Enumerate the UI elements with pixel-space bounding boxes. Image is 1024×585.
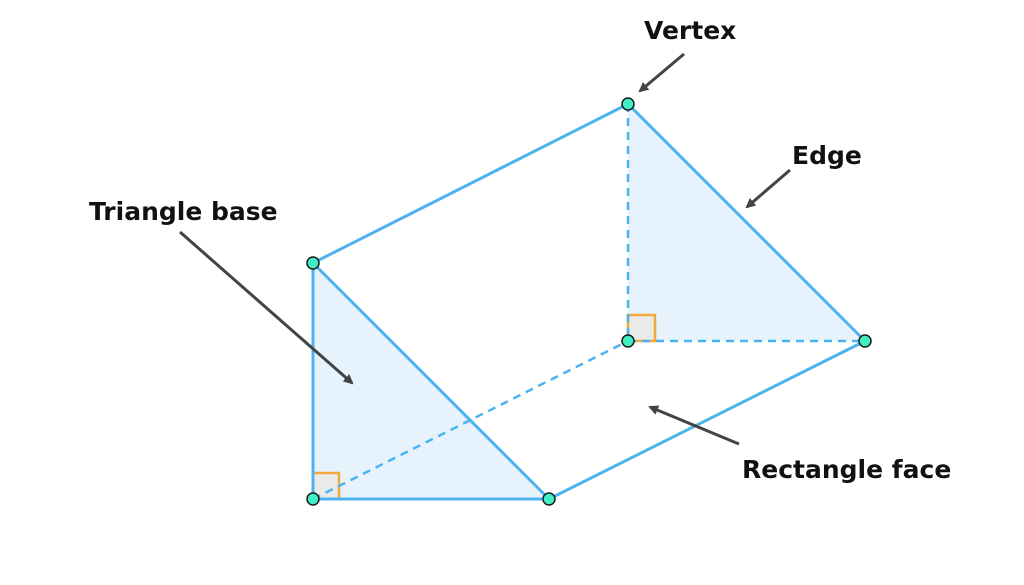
vertex-point [306,492,320,506]
vertex-point [858,334,872,348]
edge-top-depth [311,102,630,265]
edge-bottom-depth [547,339,867,501]
rectangle-face-arrow [648,405,740,446]
hidden-edge-depth [312,339,629,501]
vertex-point [542,492,556,506]
triangle-base-label: Triangle base [89,197,278,226]
vertex-arrow [638,52,685,93]
edge-label: Edge [792,141,862,170]
vertex-point [621,97,635,111]
rectangle-face-label: Rectangle face [742,455,951,484]
edge-arrow [745,168,791,209]
edge-front-hypotenuse [311,261,551,501]
vertex-label: Vertex [644,16,736,45]
vertex-point [306,256,320,270]
edge-back-hypotenuse [626,102,867,343]
triangle-base-arrow [179,230,354,385]
vertex-point [621,334,635,348]
